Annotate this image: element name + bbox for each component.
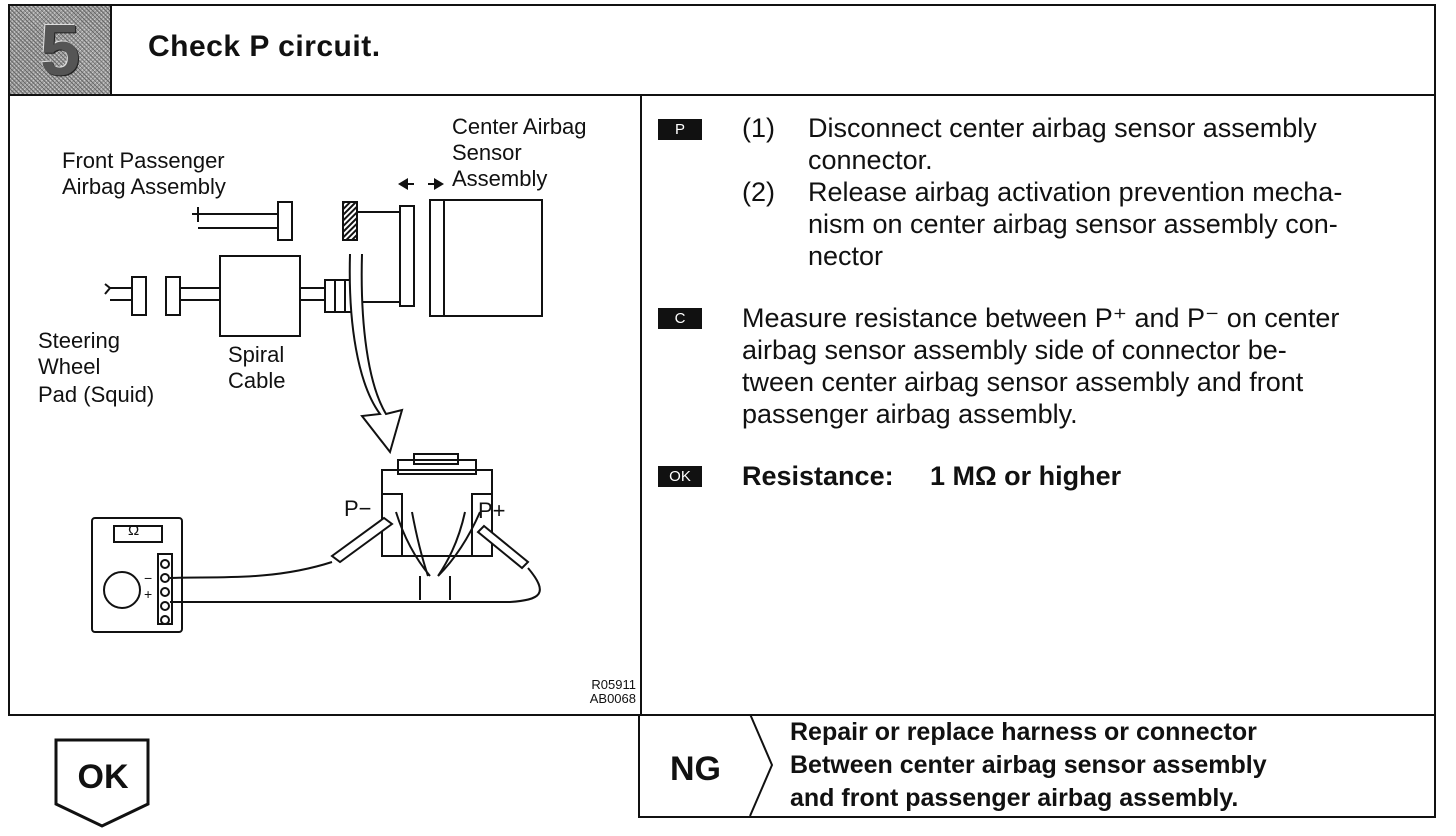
meter-plus-sign: +	[144, 586, 153, 602]
c-line-4: passenger airbag assembly.	[742, 399, 1078, 429]
ng-line-3: and front passenger airbag assembly.	[790, 784, 1239, 812]
p-item-2-line-1: Release airbag activation prevention mec…	[808, 177, 1343, 207]
main-panel: Center Airbag Sensor Assembly Front Pass…	[8, 94, 1436, 716]
ng-box: NG Repair or replace harness or connecto…	[638, 714, 1436, 818]
wiring-diagram	[91, 178, 543, 633]
p-item-1-line-1: Disconnect center airbag sensor assembly	[808, 113, 1317, 143]
diagram-panel: Center Airbag Sensor Assembly Front Pass…	[10, 94, 640, 714]
instruction-panel: P (1) Disconnect center airbag sensor as…	[650, 94, 1436, 714]
label-sensor: Sensor	[452, 140, 522, 165]
ok-badge: OK	[658, 466, 702, 487]
step-header: 5 Check P circuit.	[8, 4, 1436, 96]
label-cable: Cable	[228, 368, 286, 393]
ng-line-2: Between center airbag sensor assembly	[790, 751, 1267, 779]
c-line-3: tween center airbag sensor assembly and …	[742, 367, 1304, 397]
ok-label: OK	[77, 758, 129, 796]
ng-instructions: Repair or replace harness or connector B…	[790, 716, 1267, 815]
ng-label: NG	[670, 750, 721, 788]
c-line-1: Measure resistance between P⁺ and P⁻ on …	[742, 303, 1340, 333]
ng-chevron-icon	[749, 714, 774, 816]
label-assembly: Assembly	[452, 166, 548, 191]
meter-minus-sign: −	[144, 570, 153, 586]
label-wheel: Wheel	[38, 354, 101, 379]
label-front-passenger: Front Passenger	[62, 148, 225, 173]
ng-line-1: Repair or replace harness or connector	[790, 718, 1257, 746]
label-airbag-assembly: Airbag Assembly	[62, 174, 226, 199]
figure-code-2: AB0068	[589, 691, 636, 706]
ok-arrow-icon	[54, 738, 150, 828]
panel-divider	[640, 94, 642, 714]
ok-resistance-label: Resistance:	[742, 461, 894, 491]
label-center-airbag: Center Airbag	[452, 114, 587, 139]
ohm-icon: Ω	[128, 522, 140, 539]
step-title: Check P circuit.	[148, 30, 381, 63]
ok-resistance-value: 1 MΩ or higher	[930, 461, 1122, 491]
figure-code-1: R05911	[591, 677, 636, 692]
p-item-1-line-2: connector.	[808, 145, 933, 175]
step-number-box: 5	[10, 6, 112, 94]
c-line-2: airbag sensor assembly side of connector…	[742, 335, 1287, 365]
p-item-2-line-2: nism on center airbag sensor assembly co…	[808, 209, 1338, 239]
label-p-minus: P−	[344, 496, 372, 521]
p-item-2-line-3: nector	[808, 241, 884, 271]
p-item-2-num: (2)	[742, 177, 775, 207]
step-number: 5	[39, 11, 81, 91]
c-badge: C	[658, 308, 702, 329]
label-spiral: Spiral	[228, 342, 285, 367]
p-item-1-num: (1)	[742, 113, 775, 143]
p-badge: P	[658, 119, 702, 140]
label-pad-squid: Pad (Squid)	[38, 382, 155, 407]
label-steering: Steering	[38, 328, 120, 353]
label-p-plus: P+	[478, 498, 506, 523]
